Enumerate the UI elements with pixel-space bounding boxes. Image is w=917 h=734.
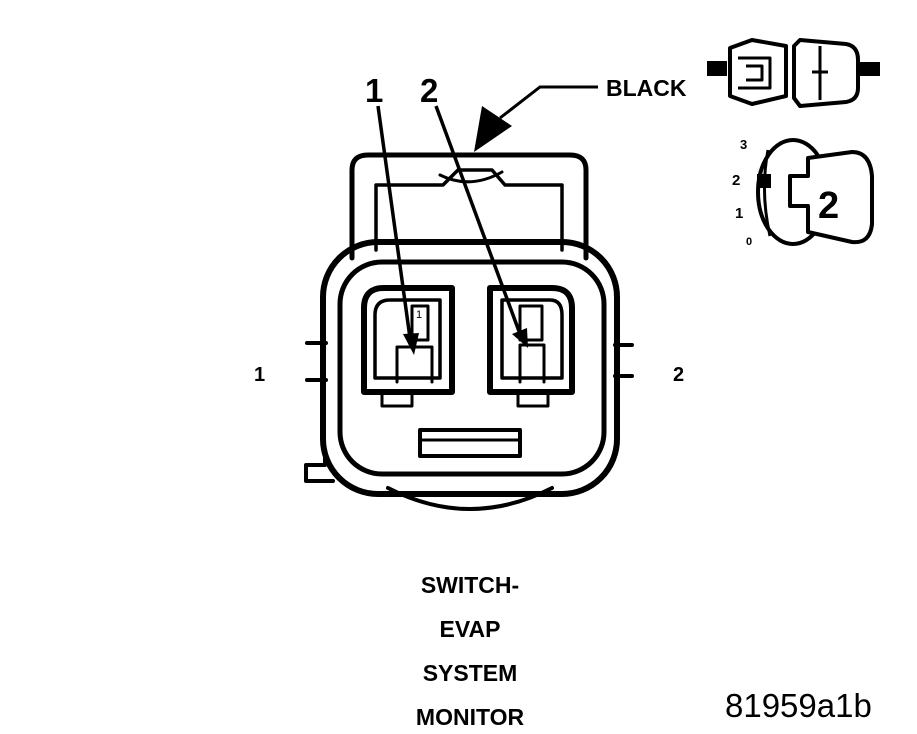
pin-callout-2: 2 xyxy=(420,72,438,109)
key-position-icon xyxy=(756,138,874,246)
caption-line-3: SYSTEM xyxy=(423,660,518,686)
pin-cavity-2 xyxy=(487,285,575,408)
connector-housing xyxy=(304,152,634,511)
arrow-pin-2 xyxy=(512,328,528,348)
leader-pin-1 xyxy=(376,105,412,339)
caption-line-1: SWITCH- xyxy=(421,572,519,598)
lock-tab-notch xyxy=(438,170,504,184)
caption: SWITCH- EVAP SYSTEM MONITOR xyxy=(416,572,525,730)
side-label-right: 2 xyxy=(673,364,684,386)
arrow-black xyxy=(474,106,512,152)
key-tick-1: 1 xyxy=(735,205,743,222)
pin-callout-1: 1 xyxy=(365,72,383,109)
color-label: BLACK xyxy=(606,75,687,101)
bottom-bulge xyxy=(386,486,554,511)
left-foot xyxy=(304,453,335,483)
lock-tab xyxy=(349,152,589,261)
key-tick-3: 3 xyxy=(740,137,747,152)
callout-leaders xyxy=(376,85,598,355)
inner-shell xyxy=(337,259,607,477)
caption-line-2: EVAP xyxy=(440,616,501,642)
leader-black xyxy=(499,85,598,120)
key-number: 2 xyxy=(818,185,839,227)
figure-id: 81959a1b xyxy=(725,687,872,724)
connector-pair-icon xyxy=(707,38,880,108)
key-tick-2: 2 xyxy=(732,172,740,189)
arrow-pin-1 xyxy=(403,333,419,355)
pin-cavity-1 xyxy=(361,285,455,408)
outer-shell xyxy=(320,239,620,497)
key-position-marker xyxy=(757,174,771,188)
caption-line-4: MONITOR xyxy=(416,704,525,730)
leader-pin-2 xyxy=(434,105,522,335)
key-slot xyxy=(418,428,522,458)
side-label-left: 1 xyxy=(254,364,265,386)
inner-pin-mark: 1 xyxy=(416,309,422,321)
key-tick-0: 0 xyxy=(746,236,752,248)
